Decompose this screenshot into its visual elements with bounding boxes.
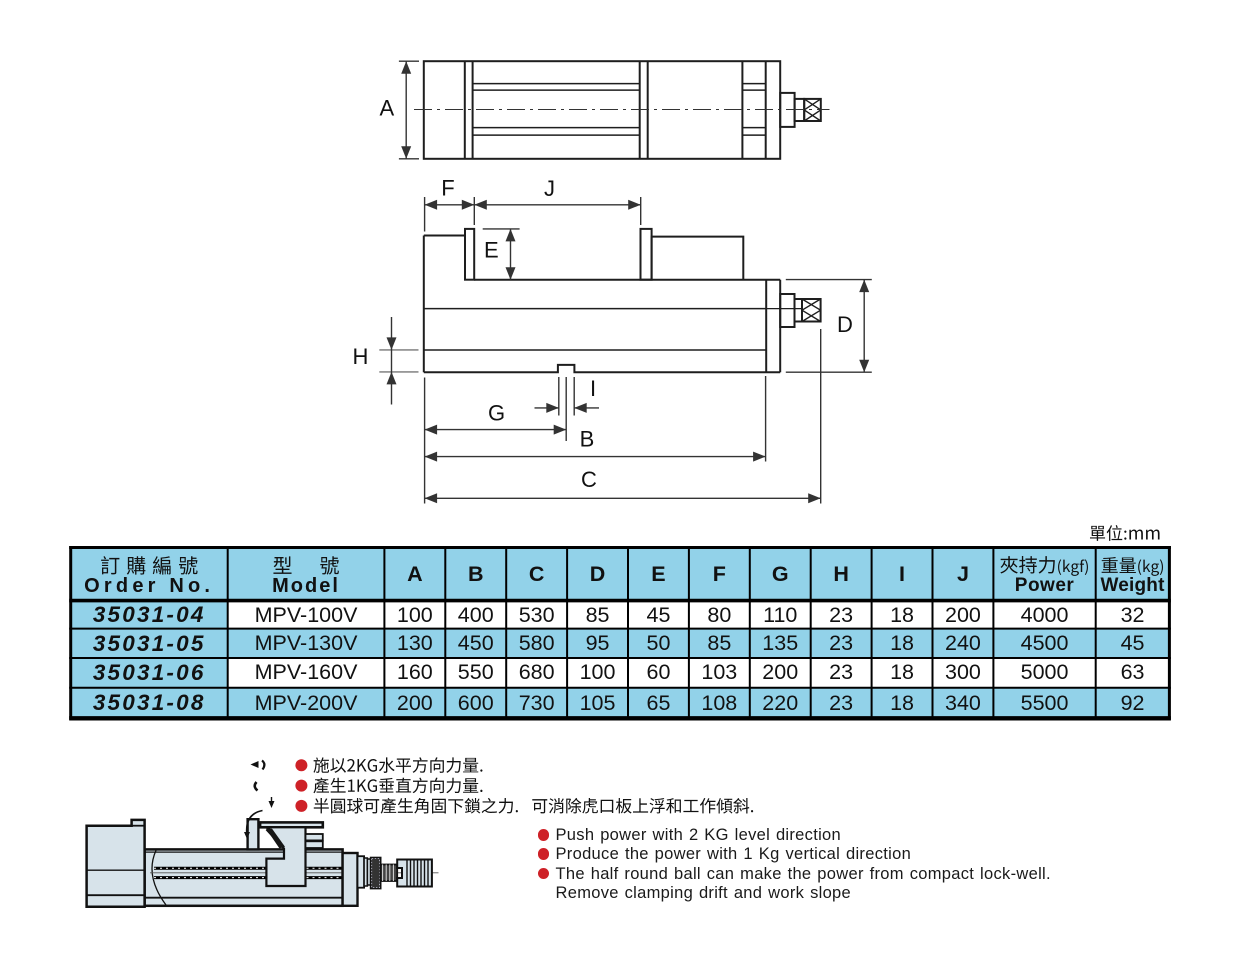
svg-text:J: J <box>544 176 555 201</box>
svg-text:B: B <box>580 427 595 452</box>
svg-text:C: C <box>581 467 597 492</box>
svg-text:G: G <box>488 400 505 425</box>
svg-text:I: I <box>590 376 596 401</box>
svg-text:H: H <box>353 344 369 369</box>
svg-text:E: E <box>484 238 499 263</box>
svg-text:A: A <box>380 95 395 120</box>
svg-text:F: F <box>441 175 454 200</box>
svg-text:D: D <box>837 312 853 337</box>
